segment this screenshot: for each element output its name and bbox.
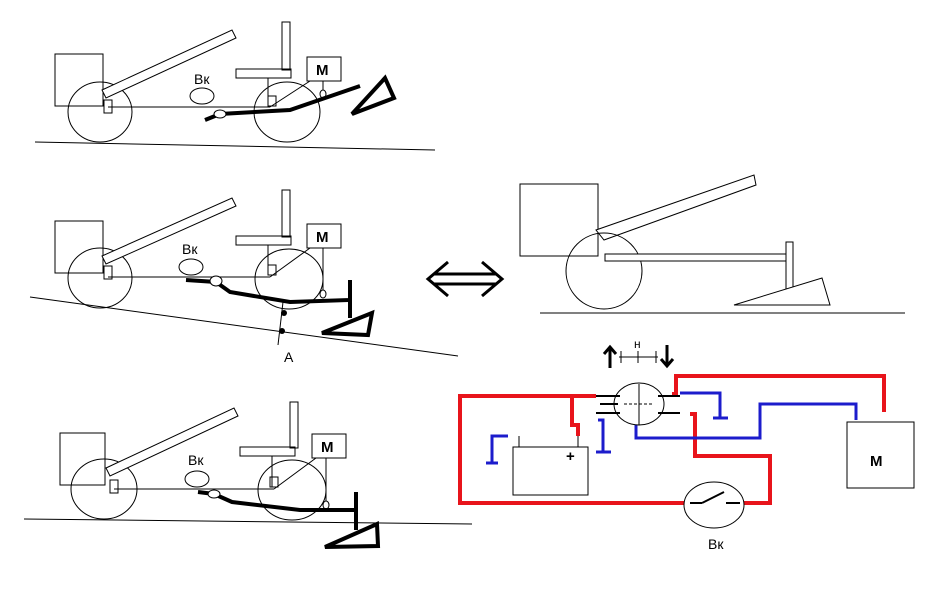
wire-red-switch xyxy=(690,412,772,505)
seat-back xyxy=(289,401,299,449)
switch-label: Вк xyxy=(194,71,210,87)
wire-blue-ground-1 xyxy=(490,434,508,463)
motor-label: М xyxy=(316,62,329,79)
wheel-hub xyxy=(103,265,113,280)
seat xyxy=(235,68,292,79)
double-arrow-icon xyxy=(425,260,505,298)
tractor-handle xyxy=(105,407,239,477)
plow-blade xyxy=(324,520,381,549)
tractor-handle xyxy=(595,174,757,241)
seat-back xyxy=(281,189,291,238)
side-view-tractor xyxy=(519,174,905,314)
plow-post xyxy=(785,241,794,295)
tractor-rear-wheel xyxy=(67,247,133,309)
wire-blue-ground-3 xyxy=(680,391,722,418)
seat xyxy=(235,235,292,246)
switch-label: Вк xyxy=(182,241,198,257)
motor-box xyxy=(311,433,347,459)
motor-box xyxy=(846,421,915,489)
plow-blade xyxy=(350,74,397,116)
wire-red-battery xyxy=(570,396,580,436)
tractor-rear-wheel xyxy=(67,81,133,143)
tractor-engine-box xyxy=(519,183,599,257)
wire-red-motor xyxy=(672,374,886,412)
plow-blade xyxy=(321,309,375,338)
battery-plus-label: + xyxy=(566,448,575,465)
motor-box xyxy=(306,56,342,82)
motor-label: М xyxy=(321,439,334,456)
point-a-leader xyxy=(277,301,284,346)
tractor-engine-box xyxy=(54,53,104,107)
wheel-hub xyxy=(109,479,119,494)
tractor-handle xyxy=(101,29,237,99)
plow-linkage xyxy=(197,490,358,512)
scene-2-tractor-on-slope: Вк М А xyxy=(29,189,459,365)
scene-3-tractor-lowered: Вк М xyxy=(23,401,473,549)
tractor-handle xyxy=(101,197,237,265)
switch-body xyxy=(184,470,210,488)
wiring-diagram: + М Вк xyxy=(458,374,915,552)
tractor-frame-bar xyxy=(604,253,789,262)
wire-blue-ground-2 xyxy=(598,418,605,452)
seat-back xyxy=(281,21,291,71)
battery xyxy=(512,446,589,496)
wire-red-main xyxy=(458,394,690,505)
ground-line xyxy=(23,518,473,525)
sloped-ground-line xyxy=(29,296,459,357)
seat xyxy=(239,446,296,457)
switch-label: Вк xyxy=(188,452,204,468)
scene-1-tractor-raised: Вк М xyxy=(34,21,436,151)
neutral-label: н xyxy=(634,337,641,351)
motor-label: М xyxy=(870,453,883,470)
ground-line xyxy=(34,141,436,151)
motor-box xyxy=(306,223,342,249)
plow-linkage xyxy=(204,84,361,122)
tractor-engine-box xyxy=(54,220,104,274)
key-switch-label: Вк xyxy=(708,536,724,552)
key-switch xyxy=(683,481,745,529)
tractor-wheel xyxy=(565,232,643,310)
direction-switch xyxy=(596,382,680,426)
plow-blade xyxy=(733,277,831,306)
switch-body xyxy=(189,87,215,105)
wire-blue-motor xyxy=(634,402,858,440)
motor-label: М xyxy=(316,229,329,246)
point-a-label: А xyxy=(284,349,294,365)
switch-direction-symbol: н xyxy=(602,337,675,369)
switch-body xyxy=(178,258,204,276)
